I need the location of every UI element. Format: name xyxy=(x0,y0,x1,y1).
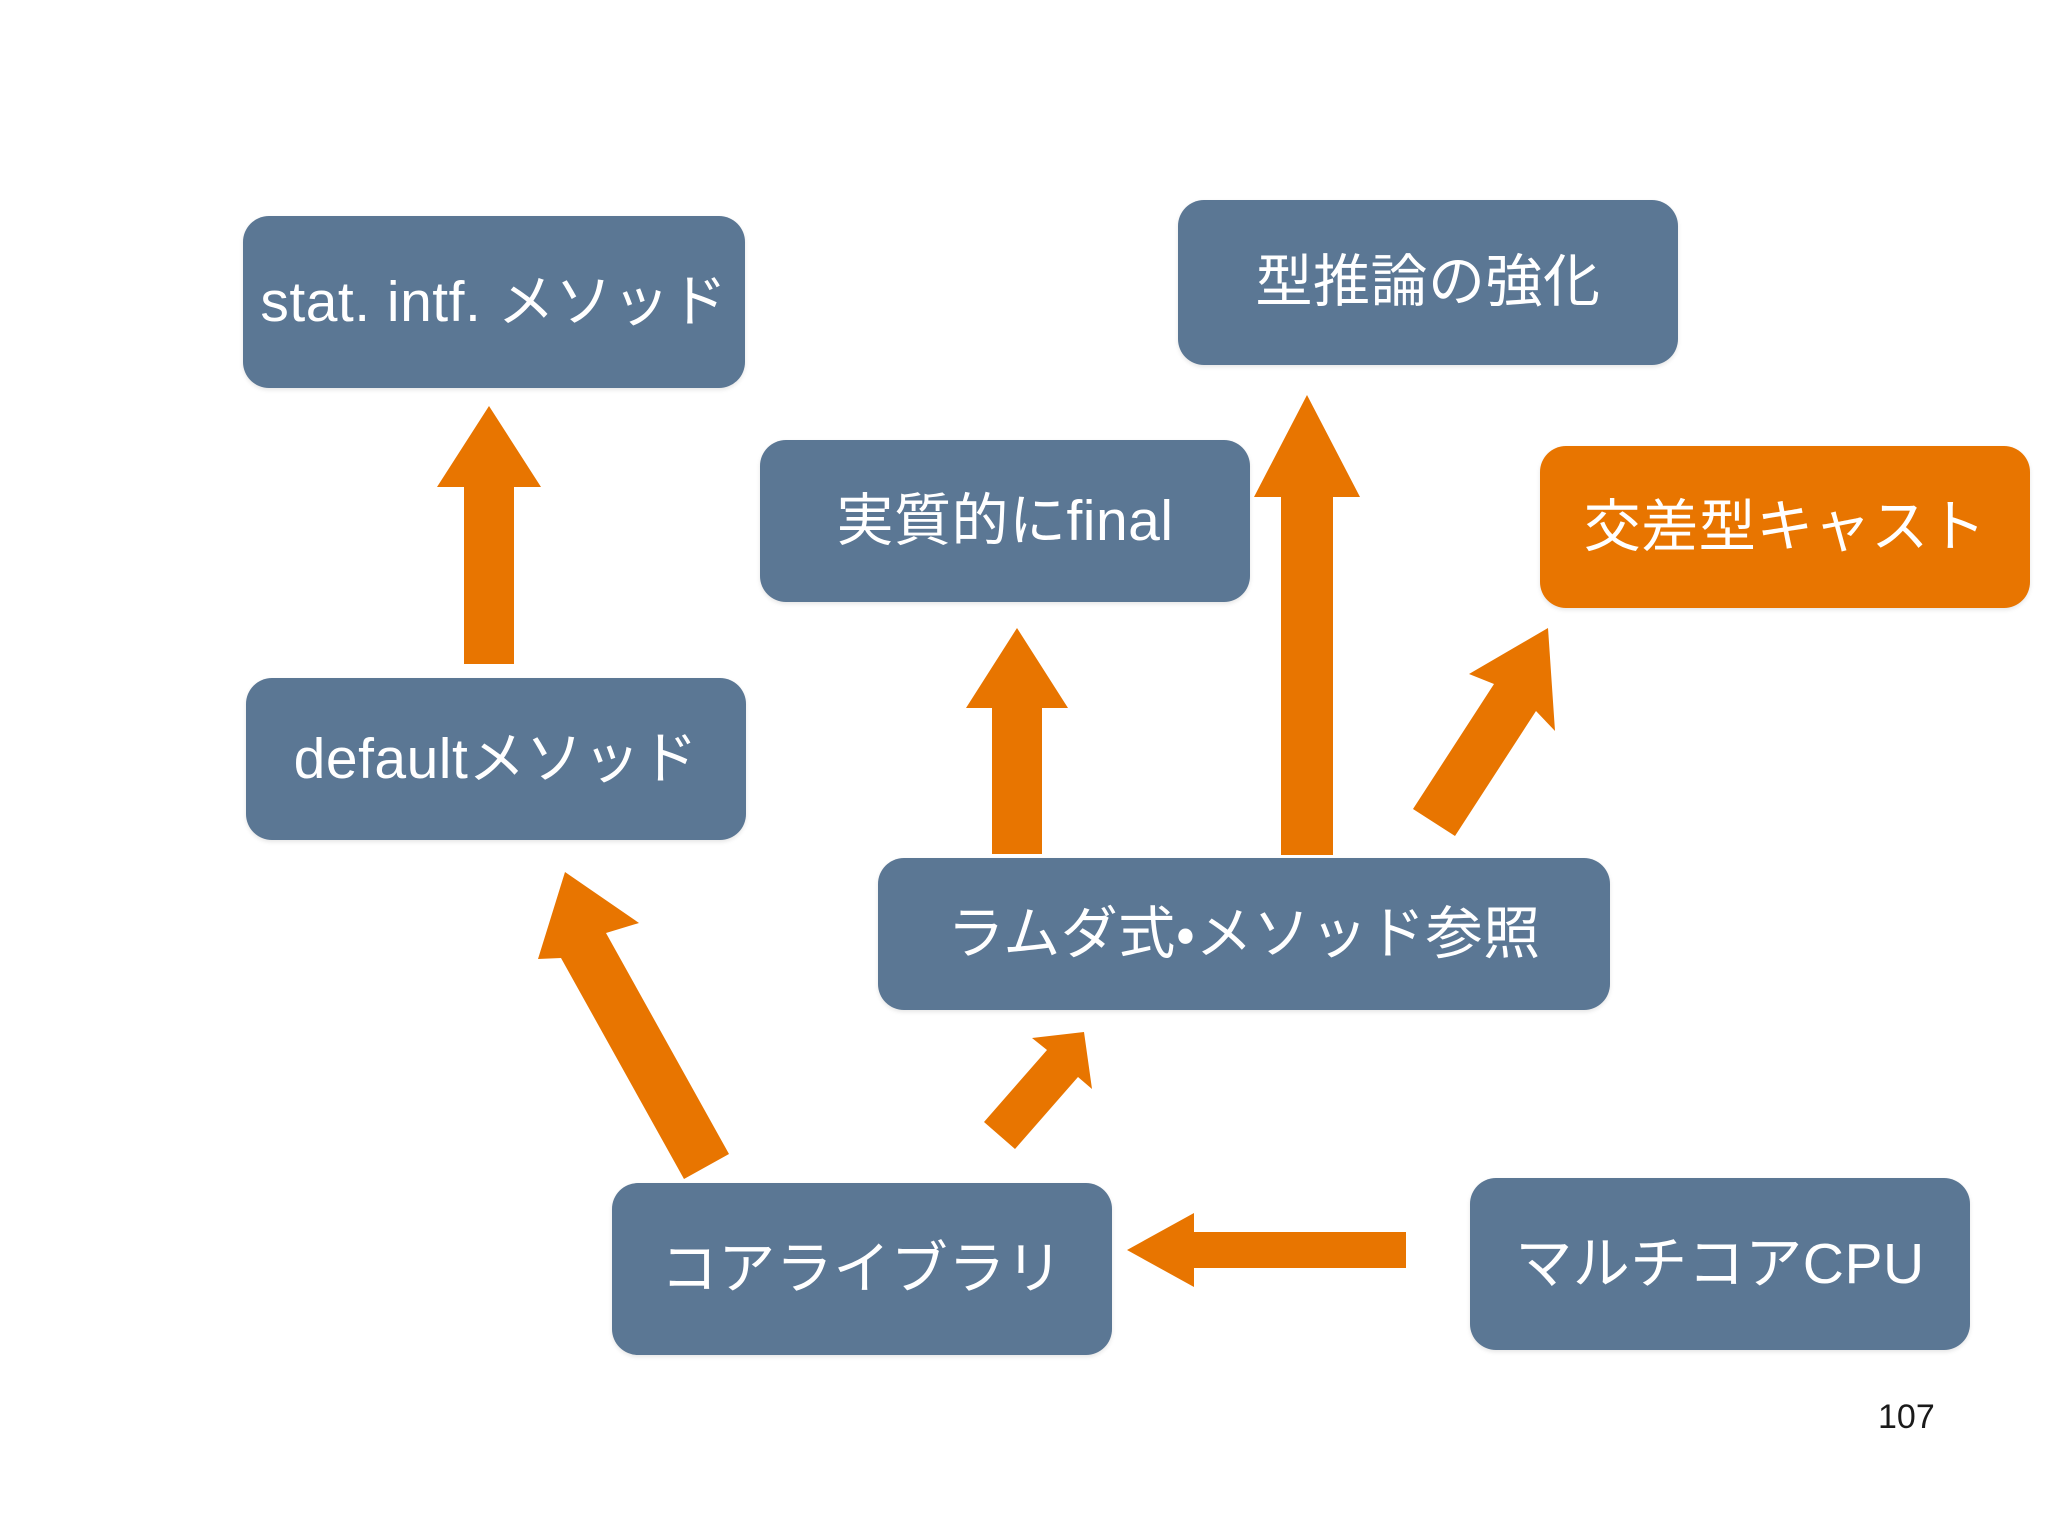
node-label-intersection-cast: 交差型キャスト xyxy=(1583,494,1987,559)
arrow-default-to-static-intf xyxy=(437,406,541,664)
node-lambda-method-ref[interactable]: ラムダ式・メソッド参照 xyxy=(878,858,1610,1010)
node-label-default-method: defaultメソッド xyxy=(293,726,699,791)
node-label-type-inference: 型推論の強化 xyxy=(1255,250,1601,315)
arrow-cpu-to-core-library xyxy=(1127,1213,1406,1287)
arrow-core-to-default-method xyxy=(538,872,729,1179)
arrow-core-to-lambda xyxy=(984,1032,1092,1149)
arrow-lambda-to-type-inference xyxy=(1254,395,1360,855)
page-number: 107 xyxy=(1878,1398,1935,1436)
node-label-static-interface-method: stat. intf. メソッド xyxy=(260,269,728,334)
node-label-multicore-cpu: マルチコアCPU xyxy=(1515,1231,1925,1296)
arrow-lambda-to-intersection-cast xyxy=(1413,628,1555,836)
node-label-lambda-method-ref: ラムダ式・メソッド参照 xyxy=(947,901,1541,966)
node-static-interface-method[interactable]: stat. intf. メソッド xyxy=(243,216,745,388)
node-intersection-cast[interactable]: 交差型キャスト xyxy=(1540,446,2030,608)
node-effectively-final[interactable]: 実質的にfinal xyxy=(760,440,1250,602)
node-label-core-library: コアライブラリ xyxy=(660,1236,1064,1301)
node-label-effectively-final: 実質的にfinal xyxy=(836,488,1174,553)
node-default-method[interactable]: defaultメソッド xyxy=(246,678,746,840)
node-multicore-cpu[interactable]: マルチコアCPU xyxy=(1470,1178,1970,1350)
node-type-inference[interactable]: 型推論の強化 xyxy=(1178,200,1678,365)
arrow-lambda-to-effectively-final xyxy=(966,628,1068,854)
node-core-library[interactable]: コアライブラリ xyxy=(612,1183,1112,1355)
